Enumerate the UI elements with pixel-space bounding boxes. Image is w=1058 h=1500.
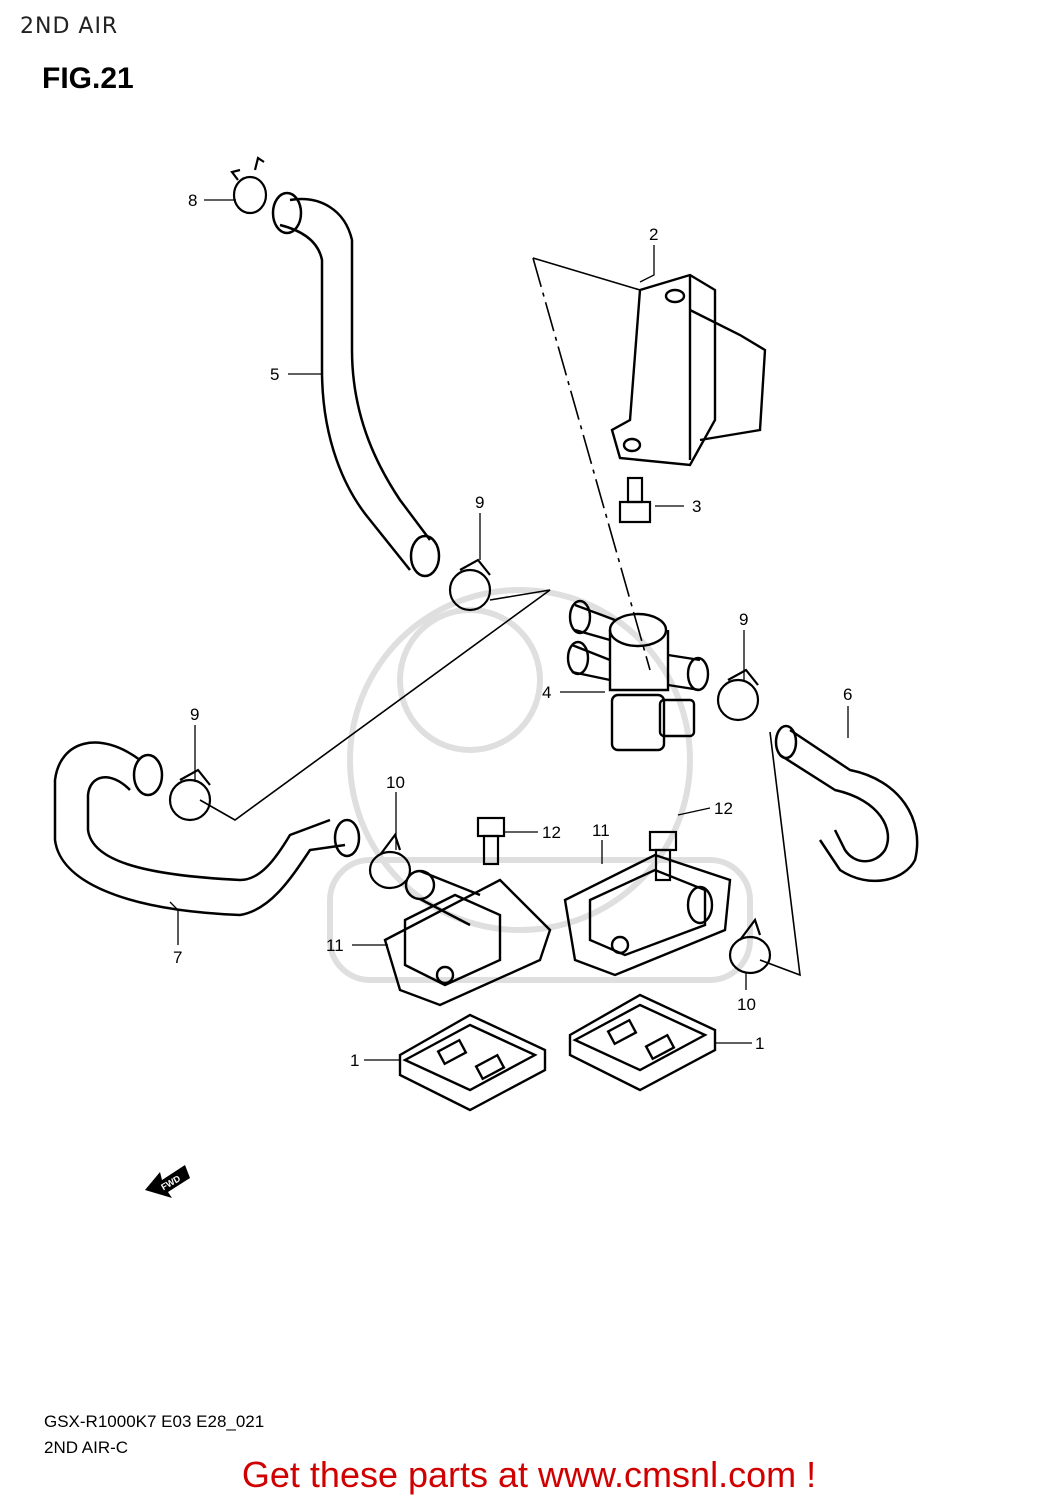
part-3-bolt[interactable] xyxy=(618,476,652,524)
callout-11-right: 11 xyxy=(592,821,610,840)
part-4-valve[interactable] xyxy=(566,599,710,752)
forward-arrow-icon: FWD xyxy=(145,1165,190,1198)
part-12-bolt-a[interactable] xyxy=(476,816,506,866)
parts-diagram: 8 2 3 4 5 6 7 9 9 9 10 10 11 11 1 1 12 1… xyxy=(53,156,919,1198)
callout-1-right: 1 xyxy=(755,1034,764,1053)
callout-4: 4 xyxy=(542,683,551,702)
watermark-logo xyxy=(327,587,753,983)
section-title: 2ND AIR xyxy=(20,14,119,39)
part-5-hose[interactable] xyxy=(271,191,441,578)
part-8-clamp[interactable] xyxy=(230,156,268,215)
callout-12-left: 12 xyxy=(542,823,561,842)
part-12-bolt-b[interactable] xyxy=(648,830,678,882)
part-11-cover-a[interactable] xyxy=(383,869,552,1007)
leader-lines xyxy=(169,199,849,1061)
part-11-cover-b[interactable] xyxy=(563,853,732,977)
callout-9-right: 9 xyxy=(739,610,748,629)
part-6-hose[interactable] xyxy=(774,724,919,883)
part-9-clamp-c[interactable] xyxy=(168,768,212,822)
callout-labels: 8 2 3 4 5 6 7 9 9 9 10 10 11 11 1 1 12 1… xyxy=(173,191,852,1070)
callout-6: 6 xyxy=(843,685,852,704)
callout-7: 7 xyxy=(173,948,182,967)
callout-9-left: 9 xyxy=(190,705,199,724)
figure-title: FIG.21 xyxy=(42,62,134,95)
part-10-clamp-b[interactable] xyxy=(728,917,772,975)
callout-11-left: 11 xyxy=(326,936,344,955)
callout-1-left: 1 xyxy=(350,1051,359,1070)
guide-lines xyxy=(199,257,801,977)
part-2-bracket[interactable] xyxy=(610,273,767,467)
part-9-clamp-b[interactable] xyxy=(716,668,760,722)
callout-2: 2 xyxy=(649,225,658,244)
callout-3: 3 xyxy=(692,497,701,516)
callout-9-top: 9 xyxy=(475,493,484,512)
promo-link[interactable]: Get these parts at www.cmsnl.com ! xyxy=(241,1454,817,1495)
part-1-reed-plate-b[interactable] xyxy=(568,993,717,1092)
part-1-reed-plate-a[interactable] xyxy=(398,1013,547,1112)
callout-5: 5 xyxy=(270,365,279,384)
model-code: GSX-R1000K7 E03 E28_021 xyxy=(44,1412,265,1431)
callout-8: 8 xyxy=(188,191,197,210)
part-10-clamp-a[interactable] xyxy=(368,832,412,890)
callout-10-right: 10 xyxy=(737,995,756,1014)
part-7-hose[interactable] xyxy=(53,741,361,917)
callout-12-right: 12 xyxy=(714,799,733,818)
callout-10-left: 10 xyxy=(386,773,405,792)
part-9-clamp-a[interactable] xyxy=(448,558,492,612)
diagram-subtitle: 2ND AIR-C xyxy=(44,1438,129,1457)
